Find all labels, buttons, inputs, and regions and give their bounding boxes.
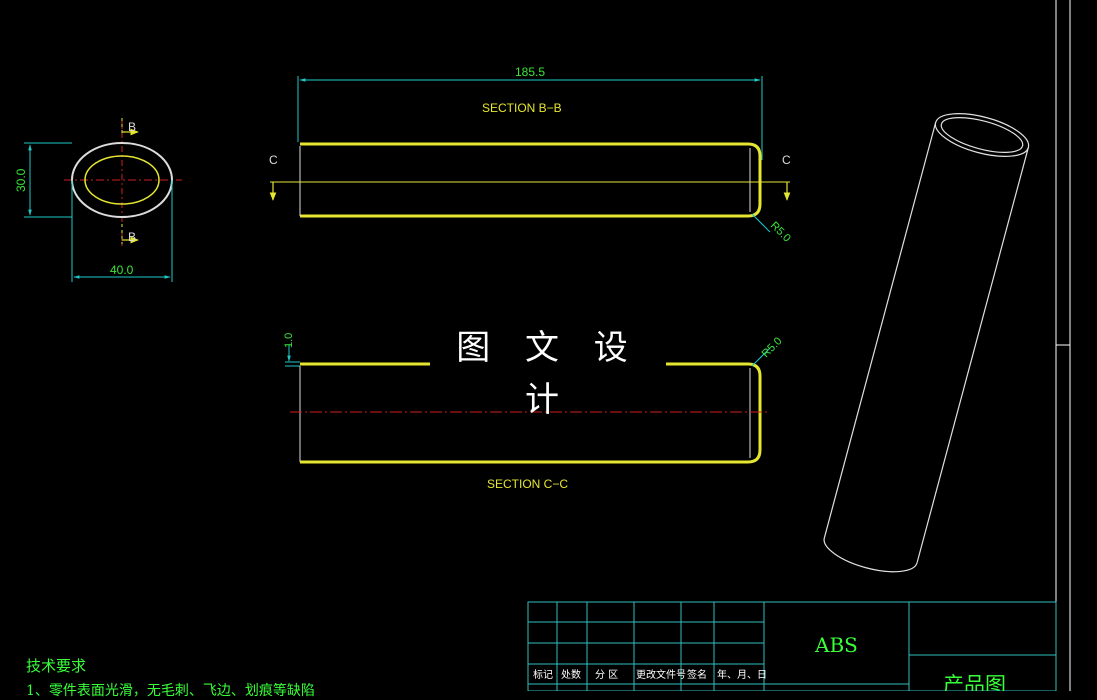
dim-radius-top-label: R5.0 xyxy=(768,220,793,245)
watermark-banner: 图 文 设 计 xyxy=(430,322,666,420)
header-date: 年、月、日 xyxy=(717,668,767,681)
dim-radius-bottom-label: R5.0 xyxy=(760,335,785,360)
c-label-left: C xyxy=(269,153,278,167)
header-zone: 分 区 xyxy=(595,669,618,681)
dim-wall-label: 1.0 xyxy=(283,333,295,348)
material-label: ABS xyxy=(814,633,858,657)
dim-diameter-label: 30.0 xyxy=(14,168,28,192)
section-bb-view xyxy=(269,76,791,233)
b-label-top: B xyxy=(128,120,136,134)
dim-length-label: 185.5 xyxy=(515,65,545,79)
section-cc-title: SECTION C−C xyxy=(487,477,568,491)
header-count: 处数 xyxy=(561,668,581,681)
section-cc-view xyxy=(285,345,771,464)
drawing-name-label: 产品图 xyxy=(943,673,1006,691)
header-change-doc: 更改文件号 xyxy=(636,668,686,681)
b-label-bottom: B xyxy=(128,230,136,244)
drawing-frame xyxy=(1055,0,1071,691)
header-signature: 签名 xyxy=(687,668,707,681)
header-mark: 标记 xyxy=(533,669,553,681)
section-bb-title: SECTION B−B xyxy=(482,101,562,115)
end-view xyxy=(24,118,182,282)
isometric-tube-view xyxy=(823,113,1030,573)
dim-width-label: 40.0 xyxy=(110,263,134,277)
c-label-right: C xyxy=(782,153,791,167)
title-block-headers: 标记 处数 分 区 更改文件号 签名 年、月、日 xyxy=(533,668,767,681)
technical-requirements-line: 1、零件表面光滑，无毛刺、飞边、划痕等缺陷 xyxy=(26,683,315,699)
technical-requirements-title: 技术要求 xyxy=(26,657,87,675)
title-block xyxy=(527,601,1057,691)
